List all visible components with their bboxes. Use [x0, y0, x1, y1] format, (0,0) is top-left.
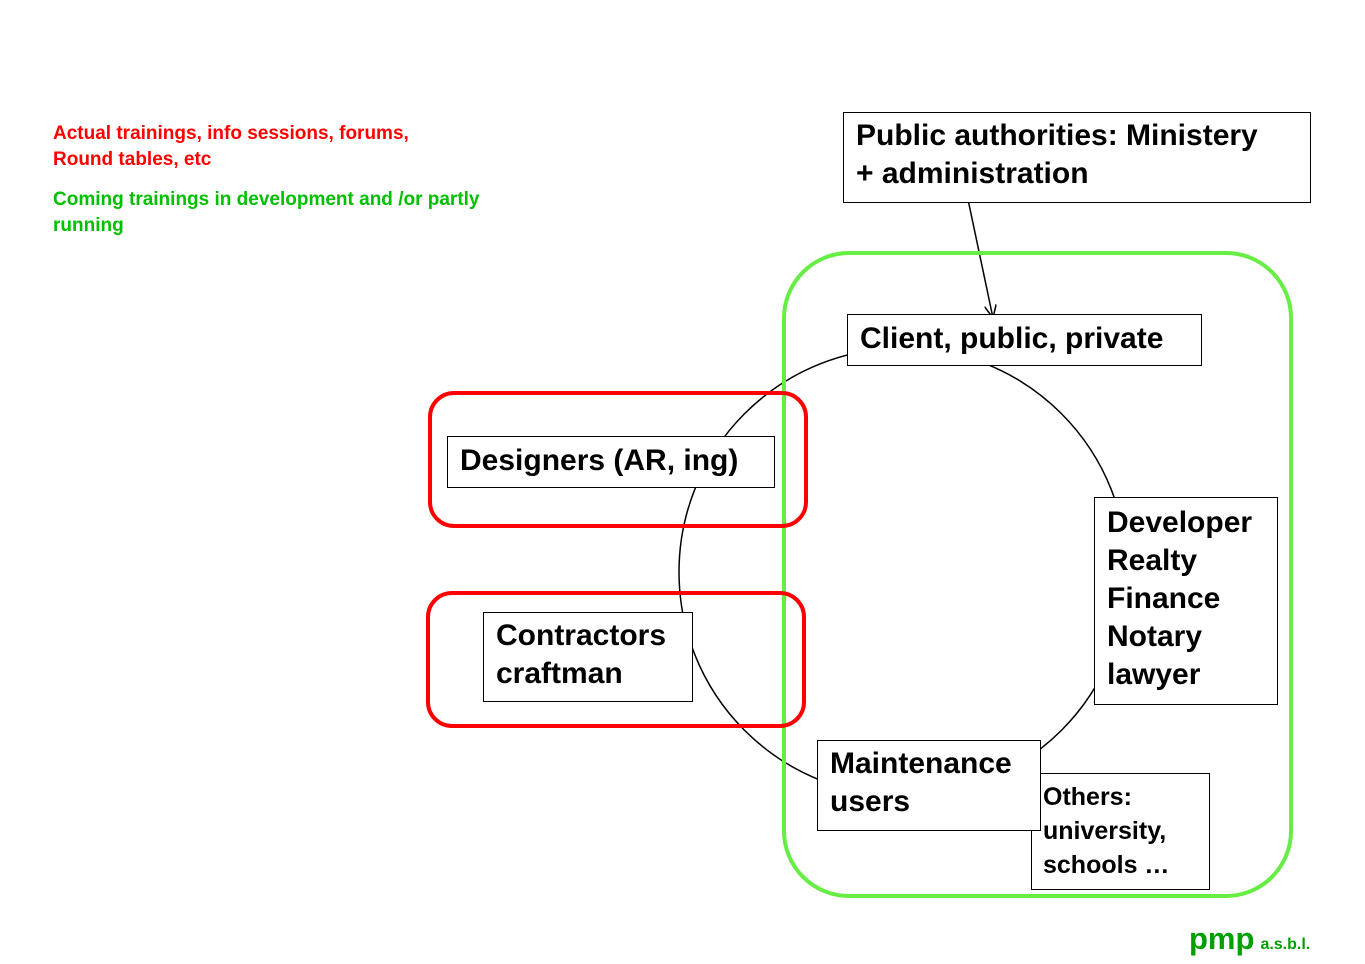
developer-line3: Finance — [1107, 582, 1221, 615]
legend-coming-line1: Coming trainings in development and /or … — [53, 189, 480, 210]
legend-actual-trainings: Actual trainings, info sessions, forums,… — [53, 121, 409, 173]
contractors-training-frame — [426, 591, 806, 728]
developer-line5: lawyer — [1107, 658, 1201, 691]
developer-line4: Notary — [1107, 620, 1203, 653]
client-label: Client, public, private — [860, 322, 1164, 355]
others-box: Others: university, schools … — [1031, 773, 1210, 890]
coming-trainings-frame — [782, 251, 1293, 898]
developer-box: Developer Realty Finance Notary lawyer — [1094, 497, 1278, 705]
developer-line1: Developer — [1107, 506, 1253, 539]
legend-actual-line2: Round tables, etc — [53, 149, 212, 170]
maintenance-line2: users — [830, 785, 911, 818]
public-authorities-line2: + administration — [856, 157, 1089, 190]
legend-coming-line2: running — [53, 215, 124, 236]
contractors-box: Contractors craftman — [483, 612, 693, 702]
brand-suffix: a.s.b.l. — [1260, 936, 1311, 953]
pmp-logo: pmp a.s.b.l. — [1189, 921, 1310, 957]
designers-box: Designers (AR, ing) — [447, 436, 775, 488]
designers-training-frame — [428, 391, 808, 528]
legend-coming-trainings: Coming trainings in development and /or … — [53, 187, 480, 239]
client-box: Client, public, private — [847, 314, 1202, 366]
designers-label: Designers (AR, ing) — [460, 444, 739, 477]
public-authorities-line1: Public authorities: Ministery — [856, 119, 1258, 152]
public-authorities-box: Public authorities: Ministery + administ… — [843, 112, 1311, 203]
contractors-line1: Contractors — [496, 619, 667, 652]
maintenance-box: Maintenance users — [817, 740, 1041, 831]
brand-name: pmp — [1189, 921, 1255, 956]
stakeholder-cycle — [678, 347, 1128, 797]
maintenance-line1: Maintenance — [830, 747, 1012, 780]
legend-actual-line1: Actual trainings, info sessions, forums, — [53, 123, 409, 144]
contractors-line2: craftman — [496, 657, 623, 690]
others-line2: university, — [1043, 817, 1167, 845]
others-line1: Others: — [1043, 783, 1132, 811]
developer-line2: Realty — [1107, 544, 1198, 577]
others-line3: schools … — [1043, 851, 1170, 879]
